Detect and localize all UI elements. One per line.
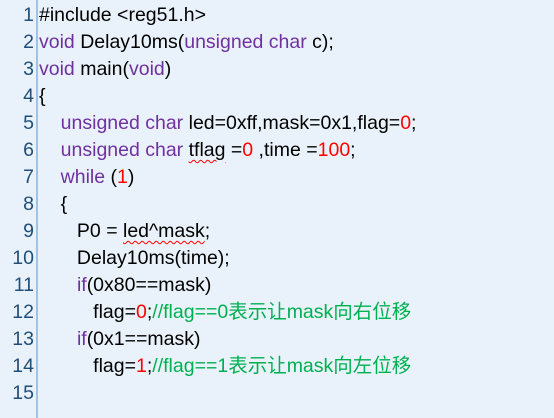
code-line[interactable]: 6 unsigned char tflag =0 ,time =100; bbox=[0, 137, 554, 164]
line-text: flag=0;//flag==0表示让mask向右位移 bbox=[39, 299, 411, 326]
code-token: = bbox=[225, 139, 243, 161]
number-token: 0 bbox=[136, 301, 147, 323]
code-token: { bbox=[39, 85, 46, 107]
code-token bbox=[39, 328, 77, 350]
code-line[interactable]: 5 unsigned char led=0xff,mask=0x1,flag=0… bbox=[0, 110, 554, 137]
keyword-token: void bbox=[128, 58, 165, 80]
line-number: 1 bbox=[23, 4, 34, 26]
code-token: ; bbox=[204, 220, 211, 242]
code-token: ; bbox=[146, 355, 153, 377]
line-number-gutter bbox=[0, 0, 36, 418]
code-token: ; bbox=[411, 112, 417, 134]
code-token: ) bbox=[127, 166, 135, 188]
code-line[interactable]: 8 { bbox=[0, 191, 554, 218]
line-number: 13 bbox=[12, 328, 34, 350]
line-text: { bbox=[39, 83, 46, 110]
code-line[interactable]: 11 if(0x80==mask) bbox=[0, 272, 554, 299]
spellcheck-token: led^mask bbox=[123, 220, 205, 242]
code-token: ( bbox=[105, 166, 118, 188]
keyword-token: if bbox=[76, 274, 87, 296]
line-number: 14 bbox=[12, 355, 34, 377]
line-number: 7 bbox=[23, 166, 34, 188]
number-token: 1 bbox=[117, 166, 128, 188]
code-token: (0x80==mask) bbox=[86, 274, 212, 296]
line-number: 8 bbox=[23, 193, 34, 215]
line-number: 11 bbox=[13, 274, 34, 296]
code-line[interactable]: 10 Delay10ms(time); bbox=[0, 245, 554, 272]
number-token: 0 bbox=[242, 139, 254, 161]
keyword-token: unsigned char bbox=[184, 31, 307, 53]
code-token: c); bbox=[306, 31, 334, 53]
line-text: unsigned char led=0xff,mask=0x1,flag=0; bbox=[39, 110, 417, 137]
keyword-token: void bbox=[39, 58, 75, 80]
line-text: Delay10ms(time); bbox=[39, 245, 230, 272]
code-token: flag= bbox=[39, 301, 137, 323]
comment-token: //flag==1表示让mask向左位移 bbox=[152, 355, 412, 377]
code-token: Delay10ms(time); bbox=[39, 247, 230, 269]
line-number: 10 bbox=[12, 247, 34, 269]
code-token: #include <reg51.h> bbox=[39, 4, 206, 26]
keyword-token: while bbox=[60, 166, 106, 188]
line-number: 12 bbox=[12, 301, 34, 323]
code-line[interactable]: 12 flag=0;//flag==0表示让mask向右位移 bbox=[0, 299, 554, 326]
line-text: while (1) bbox=[39, 164, 135, 191]
line-text: P0 = led^mask; bbox=[39, 218, 210, 245]
code-token: flag= bbox=[39, 355, 137, 377]
line-text: { bbox=[39, 191, 68, 218]
line-text: if(0x1==mask) bbox=[39, 326, 201, 353]
code-token: P0 = bbox=[39, 220, 123, 242]
code-token: (0x1==mask) bbox=[86, 328, 201, 350]
line-text: void Delay10ms(unsigned char c); bbox=[39, 29, 334, 56]
gutter-divider bbox=[36, 0, 38, 418]
keyword-token: if bbox=[76, 328, 87, 350]
line-text: void main(void) bbox=[39, 56, 171, 83]
code-token: main( bbox=[74, 58, 129, 80]
comment-token: //flag==0表示让mask向右位移 bbox=[152, 301, 412, 323]
code-token bbox=[39, 274, 77, 296]
code-line[interactable]: 15 bbox=[0, 380, 554, 407]
code-token bbox=[39, 112, 61, 134]
code-token: ; bbox=[146, 301, 153, 323]
code-token: ; bbox=[350, 139, 356, 161]
code-line[interactable]: 9 P0 = led^mask; bbox=[0, 218, 554, 245]
code-line[interactable]: 4{ bbox=[0, 83, 554, 110]
line-text: flag=1;//flag==1表示让mask向左位移 bbox=[39, 353, 411, 380]
code-token bbox=[39, 139, 61, 161]
line-text: unsigned char tflag =0 ,time =100; bbox=[39, 137, 356, 164]
line-number: 15 bbox=[12, 382, 34, 404]
line-number: 6 bbox=[23, 139, 34, 161]
keyword-token: unsigned char bbox=[60, 139, 184, 161]
line-text: if(0x80==mask) bbox=[39, 272, 211, 299]
number-token: 1 bbox=[136, 355, 147, 377]
code-line[interactable]: 14 flag=1;//flag==1表示让mask向左位移 bbox=[0, 353, 554, 380]
number-token: 0 bbox=[400, 112, 412, 134]
code-token: Delay10ms( bbox=[74, 31, 185, 53]
number-token: 100 bbox=[317, 139, 351, 161]
line-number: 2 bbox=[23, 31, 34, 53]
line-text: #include <reg51.h> bbox=[39, 2, 206, 29]
code-token: ) bbox=[164, 58, 172, 80]
code-token: { bbox=[39, 193, 68, 215]
keyword-token: unsigned char bbox=[60, 112, 184, 134]
code-line[interactable]: 1#include <reg51.h> bbox=[0, 2, 554, 29]
code-line[interactable]: 13 if(0x1==mask) bbox=[0, 326, 554, 353]
line-number: 5 bbox=[23, 112, 34, 134]
code-token: ,time = bbox=[253, 139, 318, 161]
keyword-token: void bbox=[39, 31, 75, 53]
spellcheck-token: tflag bbox=[188, 139, 226, 161]
code-token bbox=[39, 166, 61, 188]
code-line[interactable]: 7 while (1) bbox=[0, 164, 554, 191]
line-number: 3 bbox=[23, 58, 34, 80]
line-number: 9 bbox=[23, 220, 34, 242]
code-token: led=0xff,mask=0x1,flag= bbox=[183, 112, 401, 134]
line-number: 4 bbox=[23, 85, 34, 107]
